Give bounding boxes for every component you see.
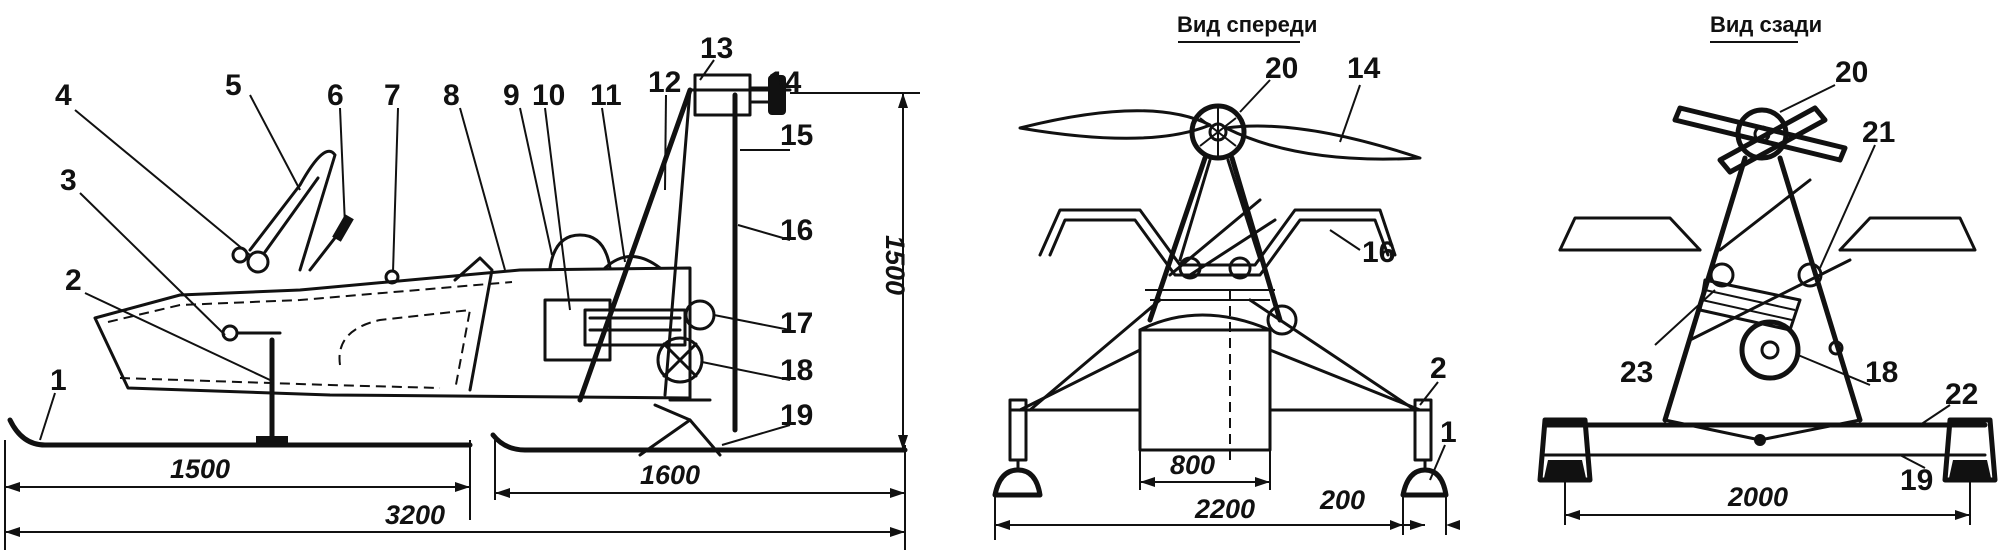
dim-ski-front: 1500: [170, 454, 230, 484]
front-view-title: Вид спереди: [1177, 12, 1317, 37]
mast: [577, 87, 693, 403]
front-ski-left: [992, 467, 1043, 498]
rear-ski-left: [1537, 417, 1593, 483]
seat: [338, 308, 472, 391]
front-hub: [1189, 103, 1247, 161]
dim-total-length: 3200: [385, 500, 445, 530]
part-label-11: 11: [590, 79, 622, 112]
front-view: Вид спереди: [992, 12, 1460, 540]
windshield: [248, 149, 337, 272]
front-dim-track: 2200: [1194, 494, 1255, 524]
rear-hub: [1735, 107, 1789, 161]
side-dimensions: 1500 1600 3200 1500: [4, 92, 920, 550]
part-label-2: 2: [65, 264, 82, 297]
part-label-19: 19: [780, 399, 813, 432]
rear-view: Вид сзади: [1537, 12, 1998, 525]
front-label-16: 16: [1362, 236, 1395, 269]
front-dim-body: 800: [1170, 450, 1215, 480]
rear-ski-right: [1942, 417, 1998, 483]
rear-pulley-left: [1709, 262, 1735, 288]
front-outrigger: [1038, 208, 1397, 267]
part-label-13: 13: [700, 32, 733, 65]
part-label-10: 10: [532, 79, 565, 112]
rear-engine: [1698, 278, 1802, 332]
rear-label-22: 22: [1945, 378, 1978, 411]
part-label-8: 8: [443, 79, 460, 112]
front-propeller: [1018, 109, 1212, 140]
part-label-17: 17: [780, 307, 813, 340]
rear-label-18: 18: [1865, 356, 1898, 389]
side-view: 1 2 3 4 5 6 7 8 9 10 11 12 13 14 15 16 1…: [4, 32, 920, 550]
part-label-12: 12: [648, 66, 681, 99]
fuel-tank: [548, 233, 612, 270]
propeller-engine: [693, 73, 752, 117]
rear-view-title: Вид сзади: [1710, 12, 1822, 37]
front-ski-right: [1400, 467, 1449, 498]
front-label-14: 14: [1347, 52, 1381, 85]
part-label-5: 5: [225, 69, 242, 102]
rear-label-19: 19: [1900, 464, 1933, 497]
rear-label-20: 20: [1835, 56, 1868, 89]
part-label-6: 6: [327, 79, 344, 112]
rear-label-23: 23: [1620, 356, 1653, 389]
part-label-15: 15: [780, 119, 813, 152]
part-label-18: 18: [780, 354, 813, 387]
front-label-2: 2: [1430, 352, 1447, 385]
rear-pulley-right: [1797, 262, 1823, 288]
part-label-9: 9: [503, 79, 520, 112]
part-label-1: 1: [50, 364, 67, 397]
front-body: [1138, 328, 1272, 452]
side-leaders: [39, 59, 791, 446]
drive-wheel: [656, 336, 704, 384]
front-dim-ski: 200: [1319, 485, 1365, 515]
front-ski: [7, 417, 473, 448]
hull: [93, 266, 692, 400]
front-label-1: 1: [1440, 416, 1457, 449]
rear-wheel: [1739, 319, 1801, 381]
side-labels: 1 2 3 4 5 6 7 8 9 10 11 12 13 14 15 16 1…: [50, 32, 813, 432]
part-label-7: 7: [384, 79, 401, 112]
dim-ski-rear: 1600: [640, 460, 700, 490]
part-label-3: 3: [60, 164, 77, 197]
rear-label-21: 21: [1862, 116, 1895, 149]
part-label-14: 14: [768, 66, 802, 99]
part-label-4: 4: [55, 79, 72, 112]
rear-dim-track: 2000: [1727, 482, 1788, 512]
dim-height: 1500: [880, 235, 910, 295]
part-label-16: 16: [780, 214, 813, 247]
rear-outrigger: [1558, 216, 1977, 252]
front-label-20: 20: [1265, 52, 1298, 85]
rear-ski: [490, 432, 908, 453]
